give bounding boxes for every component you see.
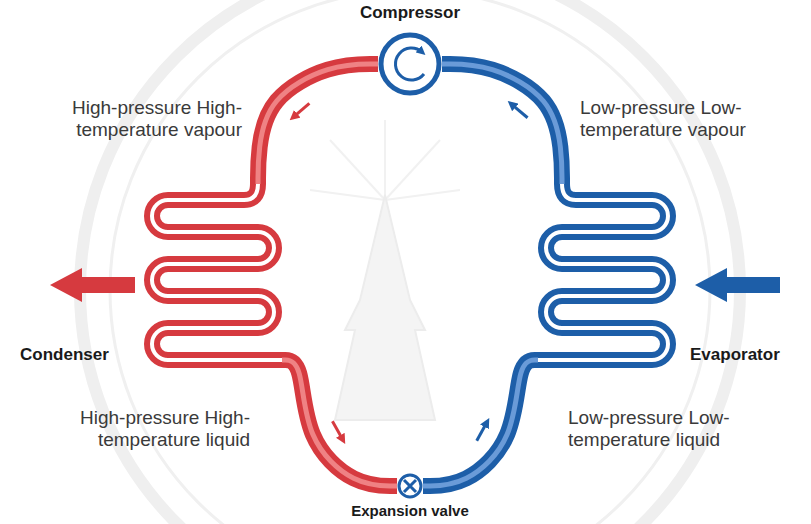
compressor-ring [381,35,439,93]
node-outline [397,473,423,499]
refrigerant-pipe [258,64,378,184]
state-label: Low-pressure Low-temperature liquid [568,407,808,451]
component-label: Condenser [20,345,109,365]
condenser-coil: Condenser [140,184,282,372]
state-label: Low-pressure Low-temperature vapour [580,97,808,141]
node-outline [378,32,442,96]
component-label: Compressor [360,3,460,23]
pipe-highlight [282,360,397,486]
component-label: Expansion valve [351,501,469,521]
coil-tube [538,184,668,360]
valve-cross [404,480,416,492]
valve-ring [399,475,421,497]
pagoda-watermark [335,195,435,420]
heat-in-arrow [695,268,780,302]
coil-highlight [152,184,282,360]
heat-out-arrow [50,268,135,302]
refrigerant-pipe [282,360,397,486]
state-label: High-pressure High-temperature vapour [2,97,242,141]
refrigerant-pipe [442,64,562,184]
expansion-valve: Expansion valve [397,473,423,499]
node-outline [538,184,680,372]
flow-arrow [477,422,488,441]
rotation-arrow [395,48,424,80]
refrigerant-pipe [423,360,538,486]
state-label: High-pressure High-temperature liquid [10,407,250,451]
flow-arrow [293,103,310,117]
pipe-highlight [442,64,562,184]
pipe-highlight [258,64,378,184]
coil-tube [152,184,282,360]
evaporator-coil: Evaporator [538,184,680,372]
pipe-group [282,360,397,486]
pipe-group [423,360,538,486]
coil-highlight [538,184,668,360]
node-outline [140,184,282,372]
sun-rays [310,120,460,200]
flow-arrow [511,104,528,118]
pipe-group [442,64,562,184]
pipe-highlight [423,360,538,486]
flow-arrow [332,421,343,440]
pipe-group [258,64,378,184]
component-label: Evaporator [690,345,780,365]
compressor-circle: Compressor [378,32,442,96]
